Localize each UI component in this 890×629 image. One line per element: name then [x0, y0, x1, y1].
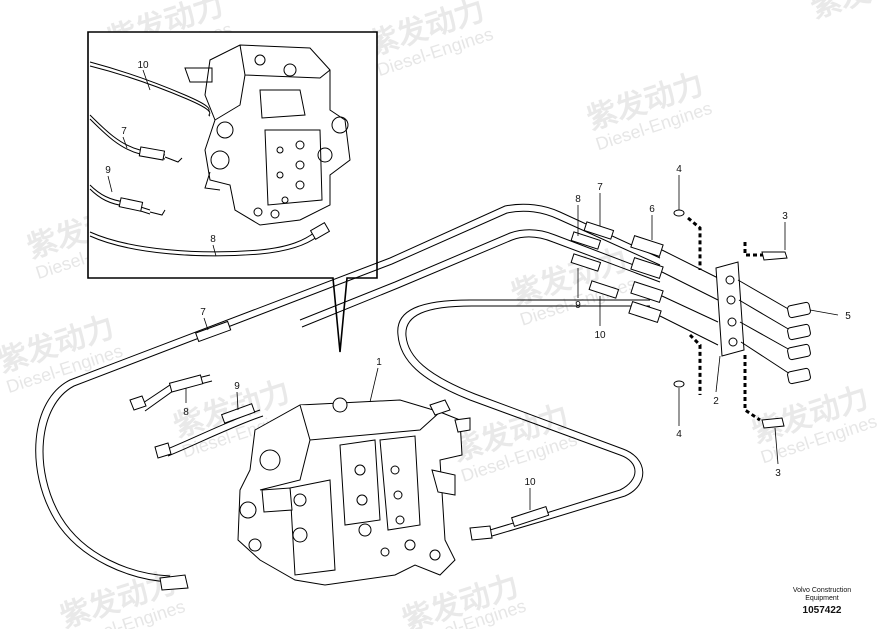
nipple-fittings [628, 235, 664, 323]
leader-lines [185, 175, 839, 510]
callout-right-10: 10 [594, 330, 606, 341]
illustration-number: 1057422 [802, 605, 842, 616]
callout-right-8: 8 [575, 194, 581, 205]
callout-main-9: 9 [234, 381, 240, 392]
connector-assembly [628, 209, 811, 429]
watermark-cn: 紫发动力 [807, 0, 890, 26]
bolt [761, 417, 785, 429]
callout-right-4-top: 4 [676, 164, 682, 175]
callout-right-4-bottom: 4 [676, 429, 682, 440]
manifold-block [715, 261, 745, 357]
inset-valve-assembly [184, 44, 351, 226]
inset-hoses [89, 61, 331, 257]
watermark-2: 紫发动力 Diesel-Engines [364, 0, 496, 80]
watermark-5: 紫发动力 Diesel-Engines [507, 242, 639, 329]
callout-right-2: 2 [713, 396, 719, 407]
callout-main-8: 8 [183, 407, 189, 418]
washer [673, 380, 685, 388]
callout-main-7: 7 [200, 307, 206, 318]
watermark-8: 紫发动力 Diesel-Engines [448, 398, 580, 485]
hose-sleeves [129, 221, 620, 591]
callout-inset-10: 10 [137, 60, 149, 71]
watermark-10: 紫发动力 Diesel-Engines [56, 565, 188, 629]
publisher-name: Volvo Construction [792, 587, 852, 594]
watermark-11: 紫发动力 Diesel-Engines [398, 568, 528, 629]
callout-main-10: 10 [524, 477, 536, 488]
callout-main-1: 1 [376, 357, 382, 368]
callout-right-5: 5 [845, 311, 851, 322]
detail-inset [87, 31, 378, 353]
publisher-subtitle: Equipment [805, 595, 839, 602]
watermark-6: 紫发动力 Diesel-Engines [0, 310, 125, 397]
quick-couplers [787, 301, 811, 385]
callout-inset-7: 7 [121, 126, 127, 137]
washer [673, 209, 685, 217]
callout-right-9: 9 [575, 300, 581, 311]
control-valve-assembly [237, 397, 471, 586]
callout-right-6: 6 [649, 204, 655, 215]
watermark-3: 紫发动力 Diesel-Engines [583, 67, 715, 154]
watermark-12: 紫发动力 [807, 0, 890, 26]
bolt [761, 251, 788, 261]
callout-right-3-top: 3 [782, 211, 788, 222]
callout-right-3-bottom: 3 [775, 468, 781, 479]
callout-inset-9: 9 [105, 165, 111, 176]
callout-inset-8: 8 [210, 234, 216, 245]
callout-right-7: 7 [597, 182, 603, 193]
callout-labels: 10 7 9 8 7 8 6 4 3 5 9 10 2 4 3 7 1 9 8 … [105, 60, 851, 488]
publisher-footer: Volvo Construction Equipment 1057422 [772, 587, 872, 616]
